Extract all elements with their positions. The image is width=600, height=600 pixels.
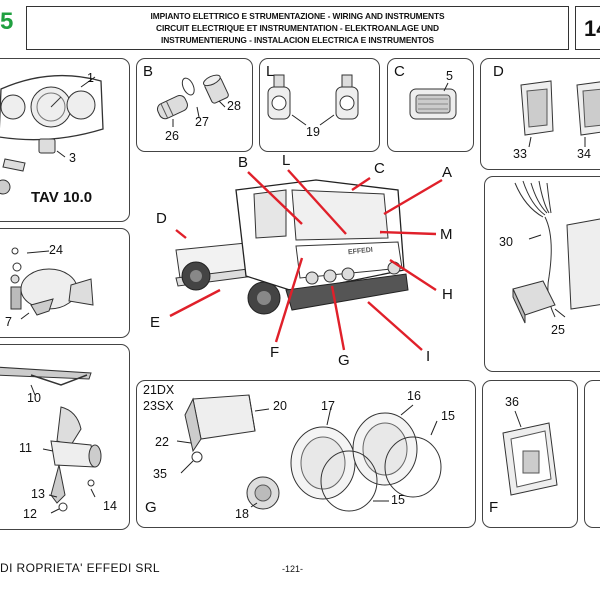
part-number-28: 28 [227, 99, 241, 113]
callout-D: D [156, 210, 167, 227]
vehicle-view: EFFEDI B L C A D M H E F G I [136, 150, 476, 372]
part-number-10: 10 [27, 391, 41, 405]
callout-C: C [374, 160, 385, 177]
part-number-15-top: 15 [441, 409, 455, 423]
vehicle-drawing [169, 169, 443, 351]
page-title-box: IMPIANTO ELETTRICO E STRUMENTAZIONE - WI… [26, 6, 569, 50]
control-unit-drawing [502, 410, 558, 496]
part-label-23sx: 23SX [143, 399, 174, 413]
part-number-17: 17 [321, 399, 335, 413]
horn-drawing [10, 247, 94, 320]
part-number-36: 36 [505, 395, 519, 409]
part-number-1: 1 [87, 71, 94, 85]
part-number-18: 18 [235, 507, 249, 521]
part-number-25: 25 [551, 323, 565, 337]
panel-letter-D: D [493, 63, 504, 80]
callout-H: H [442, 286, 453, 303]
panel-letter-G: G [145, 499, 157, 516]
part-number-34: 34 [577, 147, 591, 161]
section-tab-number: 14 [584, 16, 600, 41]
panel-battery: 30 25 [484, 176, 600, 372]
part-label-21dx: 21DX [143, 383, 175, 397]
panel-D: D 33 34 [480, 58, 600, 170]
rear-lamps-drawing [520, 80, 600, 148]
plate-lamp-drawing [409, 82, 457, 120]
panel-letter-B: B [143, 63, 154, 80]
callout-I: I [426, 348, 431, 365]
part-number-20: 20 [273, 399, 287, 413]
panel-C: C 5 [387, 58, 474, 152]
footer-page-number: -121- [282, 564, 304, 574]
wiring-and-ecu-drawing [512, 180, 600, 324]
part-number-15-bottom: 15 [391, 493, 405, 507]
panel-letter-F: F [489, 499, 499, 516]
part-number-22: 22 [155, 435, 169, 449]
part-number-5: 5 [446, 69, 453, 83]
wiper-motor-drawing [0, 366, 102, 514]
section-tab: 14 [575, 6, 600, 50]
panel-L: L 19 [259, 58, 380, 152]
side-lamp-drawing [267, 74, 359, 126]
bulb-holder-parts-drawing [156, 74, 229, 127]
page-title-line-3: INSTRUMENTIERUNG - INSTALACION ELECTRICA… [160, 35, 435, 45]
callout-B: B [238, 154, 249, 171]
part-number-7: 7 [5, 315, 12, 329]
callout-L: L [282, 152, 291, 169]
part-number-24: 24 [49, 243, 63, 257]
panel-letter-L: L [266, 63, 275, 80]
panel-instruments: 1 3 TAV 10.0 [0, 58, 130, 222]
panel-right-edge [584, 380, 600, 528]
part-number-19: 19 [306, 125, 320, 139]
callout-G: G [338, 352, 350, 369]
instrument-caption: TAV 10.0 [31, 189, 93, 206]
panel-horn: 24 7 [0, 228, 130, 338]
part-number-3: 3 [69, 151, 76, 165]
panel-B: B 26 27 28 [136, 58, 253, 152]
panel-letter-C: C [394, 63, 405, 80]
part-number-13: 13 [31, 487, 45, 501]
part-number-26: 26 [165, 129, 179, 143]
panel-F: F 36 [482, 380, 578, 528]
callout-E: E [150, 314, 161, 331]
page-title-line-1: IMPIANTO ELETTRICO E STRUMENTAZIONE - WI… [150, 11, 445, 21]
part-number-30: 30 [499, 235, 513, 249]
part-number-11: 11 [19, 441, 32, 455]
panel-G: G 21DX 23SX 20 22 35 17 16 15 15 18 [136, 380, 476, 528]
part-number-16: 16 [407, 389, 421, 403]
part-number-35: 35 [153, 467, 167, 481]
page-title-line-2: CIRCUIT ELECTRIQUE ET INSTRUMENTATION - … [156, 23, 439, 33]
brand-logo-fragment: 5 [0, 8, 14, 35]
instrument-cluster-drawing [0, 74, 104, 195]
callout-A: A [442, 164, 453, 181]
part-number-27: 27 [195, 115, 209, 129]
footer-ownership-note: DI ROPRIETA' EFFEDI SRL [0, 561, 160, 575]
panel-wiper: 10 11 13 12 14 [0, 344, 130, 530]
headlamps-drawing [176, 394, 442, 512]
callout-M: M [440, 226, 453, 243]
part-number-14: 14 [103, 499, 117, 513]
part-number-33: 33 [513, 147, 527, 161]
part-number-12: 12 [23, 507, 37, 521]
callout-F: F [270, 344, 280, 361]
